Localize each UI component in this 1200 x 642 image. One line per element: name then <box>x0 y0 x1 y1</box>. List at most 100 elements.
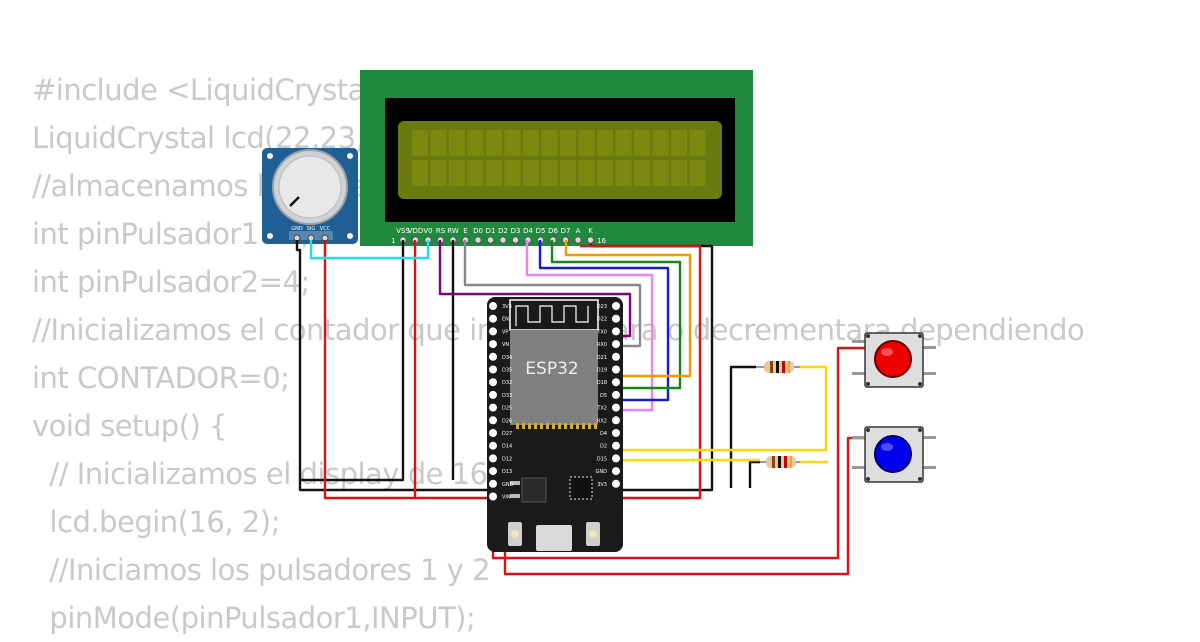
esp32-pin-label: D13 <box>502 469 512 475</box>
esp32-pin-left[interactable] <box>489 492 497 501</box>
esp32-pin-left[interactable] <box>489 302 497 310</box>
lcd-cell <box>578 160 595 186</box>
esp32-pin-right[interactable] <box>612 302 620 310</box>
lcd-cell <box>615 130 632 156</box>
esp32-pin-left[interactable] <box>489 390 497 399</box>
esp32-pin-label: D18 <box>597 380 607 386</box>
esp32-pin-label: D14 <box>502 444 512 450</box>
esp32-pin-right[interactable] <box>612 378 620 387</box>
esp32-pin-left[interactable] <box>489 416 497 425</box>
wire-blue-d5 <box>538 240 670 402</box>
lcd-cell <box>430 160 447 186</box>
lcd-cell <box>467 130 484 156</box>
lcd-cell <box>449 130 465 156</box>
lcd-cell <box>671 160 687 186</box>
lcd-pin[interactable] <box>486 236 495 244</box>
lcd-pin[interactable] <box>586 236 595 244</box>
esp32-pin-label: D27 <box>502 431 512 437</box>
esp32-pin-right[interactable] <box>612 340 620 349</box>
esp32-pin-right[interactable] <box>612 390 620 399</box>
code-line: int pinPulsador2=4; <box>32 265 310 299</box>
esp32-pin-label: D34 <box>502 355 512 361</box>
esp32-pin-right[interactable] <box>612 429 620 437</box>
esp32-board[interactable]: ESP32 3V3ENVPVND34D35D32D33D25D26D27D14D… <box>487 297 623 552</box>
lcd-cell <box>634 160 650 186</box>
esp32-pin-right[interactable] <box>612 416 620 425</box>
lcd-cell <box>689 130 706 156</box>
esp32-pin-right[interactable] <box>612 441 620 450</box>
esp32-boot-button[interactable] <box>586 522 600 546</box>
pot-knob[interactable] <box>278 155 342 219</box>
wires <box>295 240 866 576</box>
wire-black-button2 <box>748 460 760 488</box>
esp32-pin-right[interactable] <box>612 479 620 488</box>
esp32-pin-right[interactable] <box>612 352 620 361</box>
esp32-pin-right[interactable] <box>612 365 620 374</box>
lcd-pin[interactable] <box>574 236 582 244</box>
lcd-cell <box>615 160 632 186</box>
esp32-usb-port <box>536 525 572 551</box>
lcd-pin-label: A <box>576 227 581 235</box>
esp32-pin-left[interactable] <box>489 365 497 374</box>
lcd-cell <box>578 130 595 156</box>
esp32-pin-label: EN <box>502 317 509 323</box>
esp32-pin-left[interactable] <box>489 441 497 450</box>
wire-cyan-v0 <box>309 240 430 260</box>
esp32-pin-left[interactable] <box>489 454 497 463</box>
lcd-pin-label: D1 <box>486 227 496 235</box>
esp32-pin-right[interactable] <box>612 454 620 463</box>
esp32-pin-left[interactable] <box>489 467 497 476</box>
lcd-cell <box>523 130 539 156</box>
resistor-1[interactable] <box>756 361 800 373</box>
lcd-cell <box>486 160 502 186</box>
lcd-pin[interactable] <box>511 236 520 244</box>
esp32-en-button[interactable] <box>508 522 522 546</box>
wire-black-pot-gnd <box>295 240 302 480</box>
lcd-pin-label: D4 <box>523 227 533 235</box>
code-line: //Inicializamos el contador que incremen… <box>32 313 1085 347</box>
esp32-pin-label: GND <box>502 482 514 488</box>
lcd-pin[interactable] <box>499 236 507 244</box>
esp32-pin-left[interactable] <box>489 314 497 323</box>
esp32-pin-right[interactable] <box>612 327 620 336</box>
lcd-cell <box>652 130 669 156</box>
wire-yellow-btn1 <box>615 365 828 452</box>
pushbutton-red[interactable] <box>852 332 936 388</box>
wire-black-gnd <box>298 240 714 492</box>
esp32-label: ESP32 <box>525 359 578 379</box>
esp32-pin-left[interactable] <box>489 352 497 361</box>
esp32-pin-label: D35 <box>502 368 512 374</box>
esp32-pin-label: TX0 <box>596 329 607 335</box>
pot-pin-label: SIG <box>307 226 316 232</box>
lcd-cell <box>430 130 447 156</box>
esp32-pin-label: D33 <box>502 393 512 399</box>
pushbutton-blue-cap[interactable] <box>874 435 912 473</box>
pushbutton-red-cap[interactable] <box>874 340 912 378</box>
esp32-pin-left[interactable] <box>489 378 497 387</box>
esp32-pin-label: VIN <box>502 495 511 501</box>
esp32-pin-left[interactable] <box>489 403 497 412</box>
esp32-pin-right[interactable] <box>612 314 620 323</box>
esp32-pin-label: VN <box>502 342 509 348</box>
lcd-pin-label: D6 <box>548 227 558 235</box>
lcd-pin[interactable] <box>474 236 482 244</box>
esp32-pin-label: 3V3 <box>502 304 512 310</box>
code-line: //Iniciamos los pulsadores 1 y 2 <box>32 553 491 587</box>
lcd-cell <box>541 130 558 156</box>
esp32-pin-left[interactable] <box>489 479 497 488</box>
esp32-pin-right[interactable] <box>612 467 620 476</box>
resistor-2[interactable] <box>760 456 800 468</box>
lcd-cell <box>689 160 706 186</box>
esp32-pin-left[interactable] <box>489 327 497 336</box>
esp32-pin-left[interactable] <box>489 429 497 437</box>
esp32-pin-right[interactable] <box>612 403 620 412</box>
wire-gray-e <box>463 240 642 348</box>
esp32-pin-label: D15 <box>597 456 607 462</box>
pushbutton-blue[interactable] <box>852 426 936 483</box>
esp32-pin-left[interactable] <box>489 340 497 349</box>
lcd-pin-first-label: 1 <box>391 237 395 245</box>
lcd-pin-label: D7 <box>561 227 571 235</box>
